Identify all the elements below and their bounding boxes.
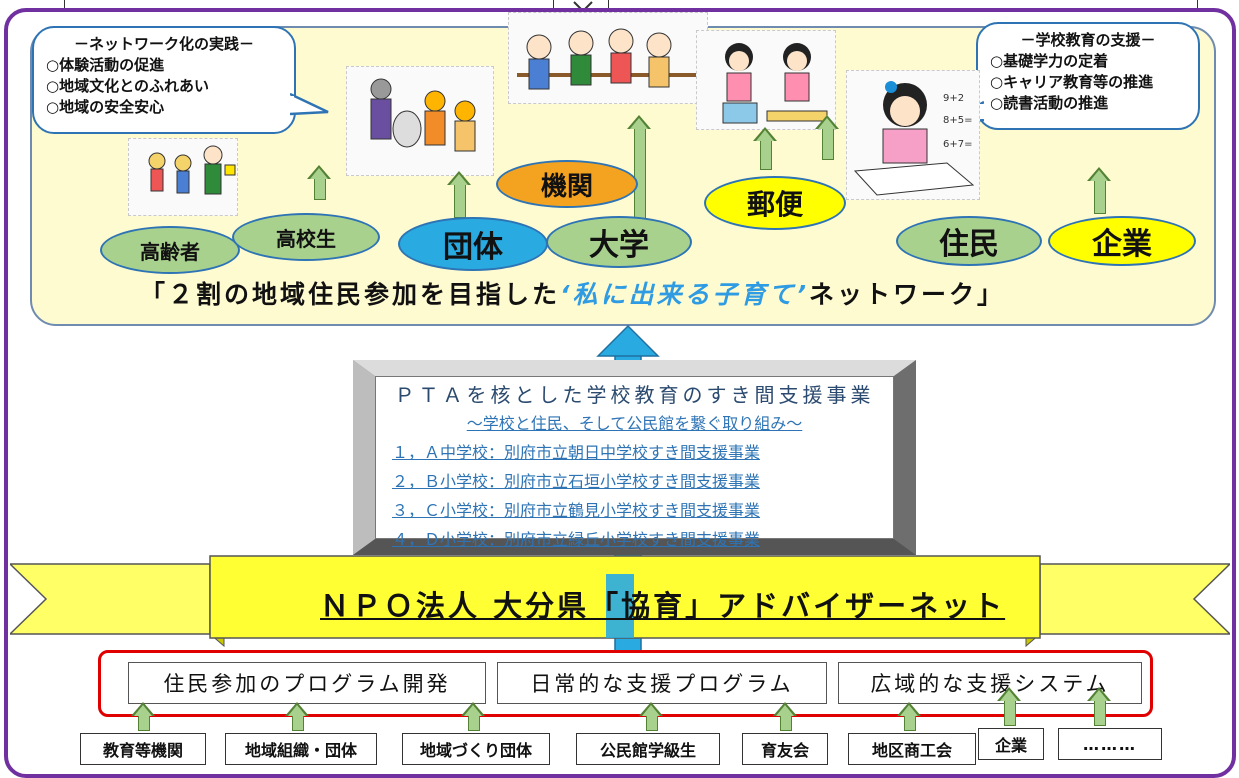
up-arrow-icon — [447, 171, 471, 218]
pill-kigyou: 企業 — [1048, 216, 1196, 266]
illustration-crossing-guard — [128, 138, 238, 216]
up-arrow-icon — [997, 687, 1021, 726]
up-arrow-icon — [461, 702, 485, 731]
pill-dantai: 団体 — [398, 217, 548, 271]
tug-of-war-icon — [517, 28, 701, 90]
svg-text:6+7=: 6+7= — [943, 139, 972, 150]
slogan-post: ネットワーク」 — [809, 280, 1006, 309]
girl-studying-icon: 9+2 8+5= 6+7= — [853, 81, 975, 196]
up-arrow-icon — [131, 702, 155, 731]
bubble-school-support-item: ○基礎学力の定着 — [990, 52, 1109, 70]
program-box: 住民参加のプログラム開発 — [128, 662, 486, 704]
svg-text:8+5=: 8+5= — [943, 115, 972, 126]
participant-box: 育友会 — [742, 733, 828, 765]
illustration-study: 9+2 8+5= 6+7= — [846, 70, 980, 200]
bubble-networking-item: ○体験活動の促進 — [46, 56, 165, 74]
up-arrow-icon — [897, 702, 921, 731]
children-crossing-icon — [148, 145, 236, 195]
illustration-cooking — [696, 30, 836, 130]
npo-ribbon — [10, 555, 1230, 648]
program-box: 広域的な支援システム — [838, 662, 1142, 704]
bubble-networking-item: ○地域の安全安心 — [46, 98, 165, 116]
project-item: ２，Ｂ小学校：別府市立石垣小学校すき間支援事業 — [392, 472, 761, 491]
up-arrow-icon — [1087, 687, 1111, 726]
svg-text:9+2: 9+2 — [943, 93, 964, 104]
participant-box: 地域組織・団体 — [225, 733, 377, 765]
slogan-highlight: ‘私に出来る子育て’ — [560, 280, 810, 309]
pill-kikan: 機関 — [496, 160, 638, 208]
program-box: 日常的な支援プログラム — [497, 662, 827, 704]
project-title: ＰＴＡを核とした学校教育のすき間支援事業 — [394, 383, 875, 407]
up-arrow-icon — [1087, 167, 1111, 214]
pill-daigaku: 大学 — [546, 216, 692, 268]
project-item: ３，Ｃ小学校：別府市立鶴見小学校すき間支援事業 — [392, 501, 761, 520]
up-arrow-icon — [773, 702, 797, 731]
project-item: ４，Ｄ小学校：別府市立緑丘小学校すき間支援事業 — [392, 530, 761, 549]
slogan-pre: 「２割の地域住民参加を目指した — [140, 280, 561, 309]
bubble-school-support-item: ○キャリア教育等の推進 — [990, 73, 1154, 91]
girls-cooking-icon — [722, 43, 828, 124]
bubble-networking-heading: －ネットワーク化の実践－ — [73, 35, 254, 53]
pill-juumin: 住民 — [896, 216, 1042, 266]
illustration-tug-of-war — [508, 12, 708, 104]
project-box: ＰＴＡを核とした学校教育のすき間支援事業 ～学校と住民、そして公民館を繋ぐ取り組… — [353, 360, 916, 555]
pill-yuubin: 郵便 — [704, 176, 846, 230]
project-content: ＰＴＡを核とした学校教育のすき間支援事業 ～学校と住民、そして公民館を繋ぐ取り組… — [375, 376, 894, 549]
pill-koukousei: 高校生 — [232, 213, 380, 261]
bubble-networking-item: ○地域文化とのふれあい — [46, 77, 209, 95]
project-subtitle: ～学校と住民、そして公民館を繋ぐ取り組み～ — [466, 414, 803, 433]
participant-box: 地域づくり団体 — [402, 733, 550, 765]
up-arrow-icon — [285, 702, 309, 731]
up-arrow-icon — [627, 115, 651, 220]
network-slogan: 「２割の地域住民参加を目指した‘私に出来る子育て’ネットワーク」 — [140, 275, 1005, 311]
bubble-tail-icon — [290, 92, 329, 116]
cleanup-volunteers-icon — [370, 78, 476, 152]
up-arrow-icon — [639, 702, 663, 731]
up-arrow-icon — [753, 127, 777, 170]
up-arrow-icon — [815, 115, 839, 160]
participant-box: 教育等機関 — [80, 733, 206, 765]
participant-box: 公民館学級生 — [576, 733, 720, 765]
project-item: １，Ａ中学校：別府市立朝日中学校すき間支援事業 — [392, 443, 761, 462]
bubble-school-support-item: ○読書活動の推進 — [990, 94, 1109, 112]
illustration-cleanup — [346, 66, 494, 176]
participant-box: ……… — [1058, 728, 1162, 760]
pill-koureisha: 高齢者 — [100, 226, 240, 274]
participant-box: 企業 — [978, 728, 1044, 760]
participant-box: 地区商工会 — [848, 733, 976, 765]
bubble-school-support-heading: －学校教育の支援－ — [1020, 31, 1156, 49]
up-arrow-icon — [307, 165, 331, 200]
bubble-school-support: －学校教育の支援－ ○基礎学力の定着 ○キャリア教育等の推進 ○読書活動の推進 — [976, 22, 1200, 130]
bubble-networking: －ネットワーク化の実践－ ○体験活動の促進 ○地域文化とのふれあい ○地域の安全… — [32, 26, 296, 134]
bevel-frame-icon — [353, 360, 916, 555]
npo-name: ＮＰＯ法人 大分県「協育」アドバイザーネット — [320, 589, 1006, 623]
